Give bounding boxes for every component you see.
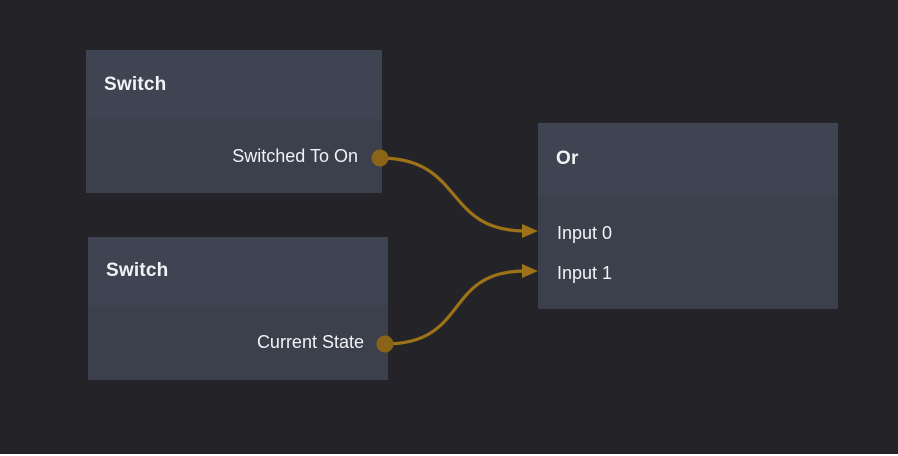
output-port-row[interactable]: Switched To On	[86, 119, 382, 193]
node-title: Switch	[104, 73, 167, 95]
node-switch-2-header[interactable]: Switch	[88, 237, 388, 305]
output-port-row[interactable]: Current State	[88, 305, 388, 380]
input-port-label: Input 1	[557, 262, 613, 283]
node-or-header[interactable]: Or	[538, 123, 838, 195]
output-port-label: Switched To On	[232, 145, 358, 166]
input-port-label: Input 0	[557, 222, 613, 243]
node-title: Switch	[106, 260, 169, 281]
output-port-label: Current State	[256, 332, 364, 352]
node-switch-1-body: Switched To On	[86, 119, 382, 193]
wire[interactable]	[384, 269, 526, 346]
node-or-body: Input 0 Input 1	[538, 195, 838, 309]
node-switch-1[interactable]: Switch Switched To On	[86, 50, 382, 193]
node-switch-2-body: Current State	[88, 305, 388, 380]
node-switch-1-header[interactable]: Switch	[86, 50, 382, 119]
node-title: Or	[556, 148, 579, 169]
input-port-row[interactable]: Input 1	[538, 253, 838, 293]
input-port-arrow-icon[interactable]	[522, 264, 538, 278]
node-or[interactable]: Or Input 0 Input 1	[538, 123, 838, 309]
input-port-row[interactable]: Input 0	[538, 213, 838, 253]
input-port-arrow-icon[interactable]	[522, 224, 538, 238]
bottom-edge-line	[0, 454, 898, 456]
node-switch-2[interactable]: Switch Current State	[88, 237, 388, 380]
wire[interactable]	[379, 156, 526, 233]
